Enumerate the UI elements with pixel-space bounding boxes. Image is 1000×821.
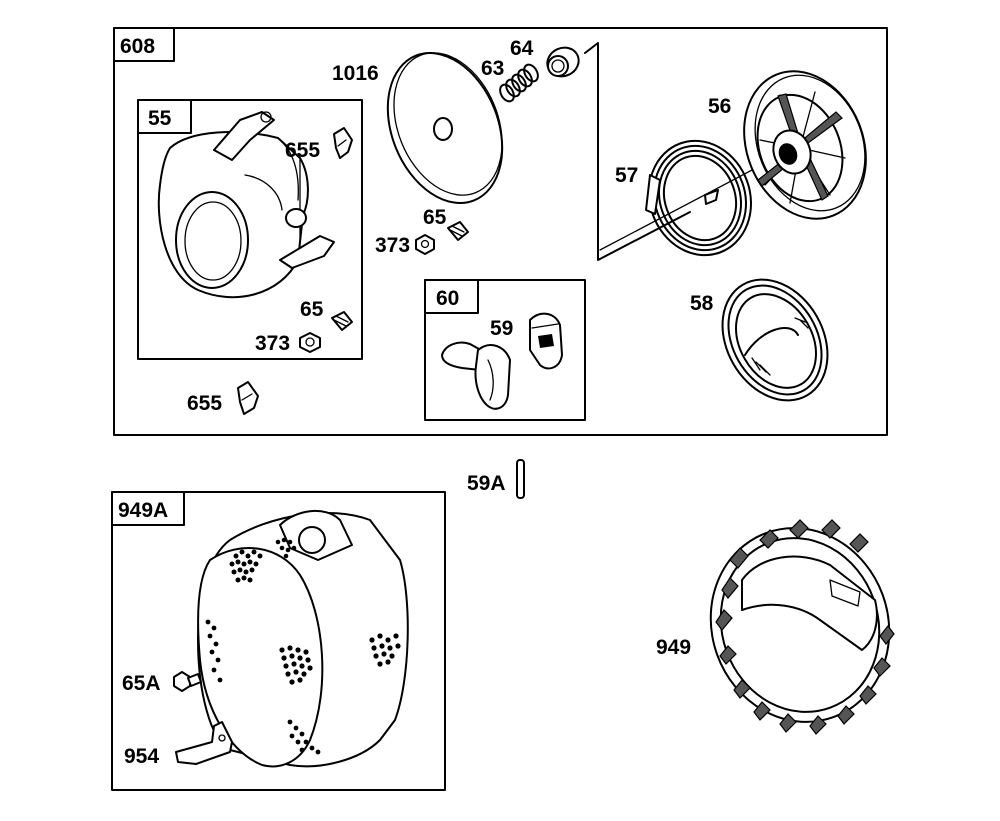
handle-drawing bbox=[441, 341, 511, 410]
clip-655-lower-drawing bbox=[237, 381, 259, 415]
group-608-label: 608 bbox=[120, 35, 155, 58]
label-63: 63 bbox=[481, 57, 504, 80]
group-949a: 949A bbox=[111, 491, 446, 791]
group-60: 60 bbox=[424, 279, 586, 421]
pulley-56-drawing bbox=[743, 70, 867, 220]
label-655-upper: 655 bbox=[285, 139, 320, 162]
label-65-lower: 65 bbox=[300, 298, 324, 321]
label-373-upper: 373 bbox=[375, 234, 410, 257]
label-655-lower: 655 bbox=[187, 392, 222, 415]
screw-65-upper-drawing bbox=[447, 221, 469, 241]
nut-373-upper-drawing bbox=[415, 234, 435, 255]
air-cleaner-cover-drawing bbox=[197, 509, 409, 768]
group-949a-label: 949A bbox=[118, 499, 168, 522]
label-59a: 59A bbox=[467, 472, 506, 495]
group-55: 55 bbox=[137, 99, 363, 360]
assembly-bracket-line bbox=[584, 42, 691, 261]
screw-65-lower-drawing bbox=[331, 311, 353, 331]
clip-655-upper-drawing bbox=[333, 127, 353, 159]
spring-57-drawing bbox=[645, 139, 753, 257]
group-55-label: 55 bbox=[148, 107, 172, 130]
starter-housing-drawing bbox=[157, 111, 335, 299]
nut-373-lower-drawing bbox=[299, 332, 321, 353]
label-57: 57 bbox=[615, 164, 638, 187]
label-56: 56 bbox=[708, 95, 731, 118]
spring-58-drawing bbox=[721, 278, 829, 402]
air-filter-949-drawing bbox=[709, 519, 895, 735]
label-373-lower: 373 bbox=[255, 332, 290, 355]
label-949: 949 bbox=[656, 636, 691, 659]
bracket-954-drawing bbox=[175, 721, 233, 765]
label-58: 58 bbox=[690, 292, 714, 315]
label-1016: 1016 bbox=[332, 62, 379, 85]
cap-64-drawing bbox=[546, 46, 580, 78]
screw-65a-drawing bbox=[173, 671, 202, 692]
group-60-label: 60 bbox=[436, 287, 459, 310]
label-65-upper: 65 bbox=[423, 206, 447, 229]
label-59: 59 bbox=[490, 317, 513, 340]
group-608: 608 bbox=[113, 27, 888, 436]
label-64: 64 bbox=[510, 37, 534, 60]
plate-1016-drawing bbox=[386, 52, 504, 204]
label-954: 954 bbox=[124, 745, 159, 768]
insert-59-drawing bbox=[529, 312, 563, 370]
label-65a: 65A bbox=[122, 672, 161, 695]
spring-63-drawing bbox=[499, 63, 539, 103]
pin-59a-drawing bbox=[516, 459, 525, 499]
